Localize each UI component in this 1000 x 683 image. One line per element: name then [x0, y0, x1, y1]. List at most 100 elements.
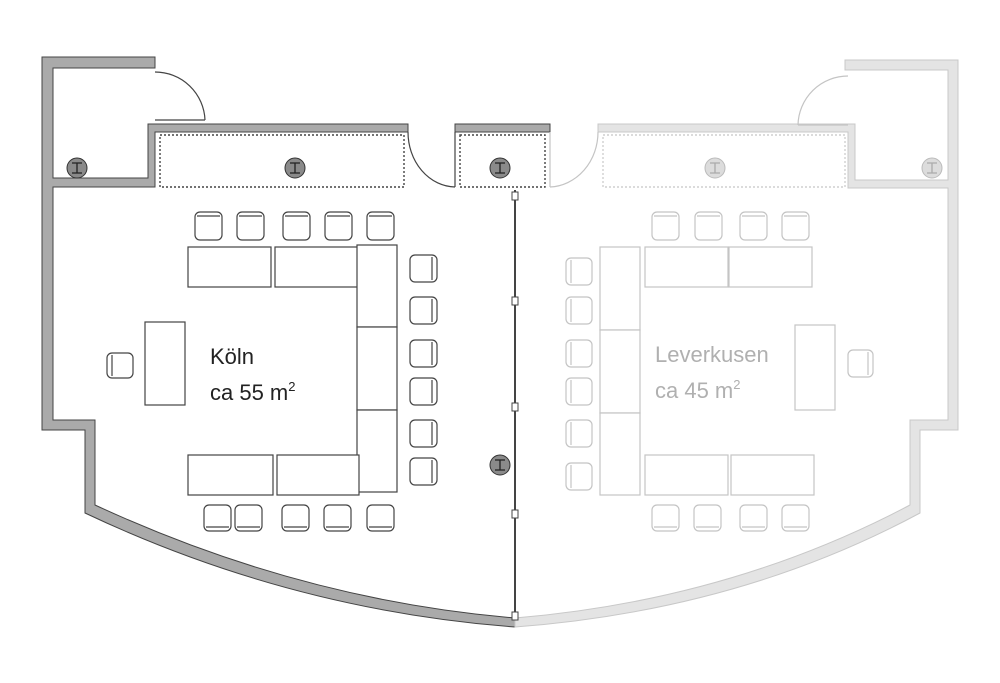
chair [781, 211, 810, 241]
chair [409, 254, 438, 283]
chair [565, 257, 593, 286]
chair-seat [409, 254, 438, 283]
chair-seat [234, 504, 263, 532]
door-swing-right-top [797, 75, 849, 126]
table [356, 326, 398, 411]
column-icon [284, 157, 306, 179]
chair [323, 504, 352, 532]
wall-center-closet [454, 123, 551, 133]
chair [781, 504, 810, 532]
chair-seat [409, 296, 438, 325]
chair-seat [194, 211, 223, 241]
chair-seat [565, 339, 593, 368]
chair [565, 296, 593, 325]
chair [739, 211, 768, 241]
chair [565, 377, 593, 406]
chair [106, 352, 134, 379]
table [730, 454, 815, 496]
chair [234, 504, 263, 532]
column-icon [489, 454, 511, 476]
chair [366, 504, 395, 532]
chair-seat [781, 504, 810, 532]
chair-seat [366, 504, 395, 532]
table [356, 409, 398, 493]
table [187, 454, 274, 496]
chair-seat [106, 352, 134, 379]
chair-seat [281, 504, 310, 532]
chair [324, 211, 353, 241]
room-area-koeln: ca 55 m2 [210, 379, 296, 405]
chair [236, 211, 265, 241]
chair-seat [693, 504, 722, 532]
table [644, 246, 729, 288]
chair-seat [409, 339, 438, 368]
wall-outer-right [514, 59, 959, 628]
chair-seat [847, 349, 874, 378]
chair [409, 339, 438, 368]
room-name-koeln: Köln [210, 344, 254, 369]
door-swing-center-right [549, 131, 599, 188]
chair-seat [409, 419, 438, 448]
table [599, 412, 641, 496]
partition-joint [511, 611, 519, 621]
table [274, 246, 359, 288]
chair [282, 211, 311, 241]
chair-seat [324, 211, 353, 241]
table [644, 454, 729, 496]
partition-joint [511, 296, 519, 306]
table [599, 329, 641, 414]
chair [194, 211, 223, 241]
door-swing-center-left [407, 131, 456, 188]
partition-wall [511, 190, 519, 621]
chair [281, 504, 310, 532]
chair-seat [739, 211, 768, 241]
table [356, 244, 398, 328]
partition-joint [511, 402, 519, 412]
room-name-leverkusen: Leverkusen [655, 342, 769, 367]
chair-seat [651, 211, 680, 241]
table [728, 246, 813, 288]
chair-seat [739, 504, 768, 532]
column-icon [921, 157, 943, 179]
chair [565, 462, 593, 491]
chair [651, 504, 680, 532]
chair [409, 377, 438, 406]
chair [651, 211, 680, 241]
chair-seat [694, 211, 723, 241]
chair [694, 211, 723, 241]
chair [409, 419, 438, 448]
chair-seat [236, 211, 265, 241]
desk [144, 321, 186, 406]
wall-outer-left [41, 56, 516, 628]
door-swing-left-top [154, 71, 206, 121]
partition-joint [511, 509, 519, 519]
chair-seat [651, 504, 680, 532]
chair-seat [565, 296, 593, 325]
partition-joint [511, 191, 519, 201]
chair-seat [203, 504, 232, 532]
table [276, 454, 360, 496]
chair-seat [781, 211, 810, 241]
closet-left [159, 134, 405, 188]
chair [409, 457, 438, 486]
chair-seat [565, 462, 593, 491]
chair [203, 504, 232, 532]
chair-seat [282, 211, 311, 241]
chair-seat [565, 257, 593, 286]
chair [693, 504, 722, 532]
chair-seat [565, 377, 593, 406]
chair [366, 211, 395, 241]
chair-seat [366, 211, 395, 241]
closet-right [602, 134, 846, 188]
column-icon [704, 157, 726, 179]
chair-seat [565, 419, 593, 448]
room-leverkusen: Leverkusen ca 45 m2 [514, 59, 959, 628]
room-area-leverkusen: ca 45 m2 [655, 377, 741, 403]
chair-seat [409, 377, 438, 406]
table [599, 246, 641, 331]
chair [739, 504, 768, 532]
desk [794, 324, 836, 411]
chair [565, 419, 593, 448]
chair-seat [323, 504, 352, 532]
